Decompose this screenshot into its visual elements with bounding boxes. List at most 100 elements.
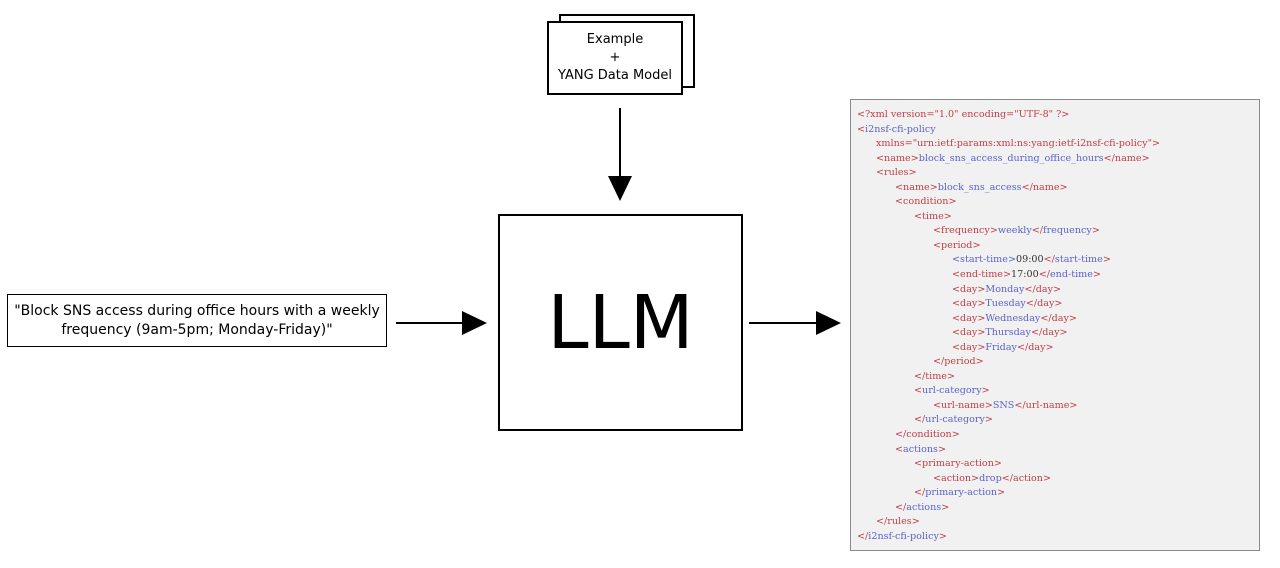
xml-token: < — [933, 472, 942, 484]
xml-token: > — [977, 283, 986, 295]
xml-token: SNS — [992, 399, 1015, 411]
xml-line: <day>Wednesday</day> — [857, 312, 1259, 327]
xml-line: </period> — [857, 355, 1259, 370]
xml-token: > — [1102, 254, 1111, 266]
xml-token: rules — [884, 167, 909, 179]
llm-label: LLM — [547, 279, 694, 366]
arrow-llm-to-output — [749, 311, 841, 335]
xml-line: <time> — [857, 210, 1259, 225]
xml-token: > — [1092, 269, 1101, 281]
xml-token: block_sns_access_during_office_hours — [918, 152, 1104, 164]
xml-line: <day>Tuesday</day> — [857, 297, 1259, 312]
xml-token: actions — [903, 443, 938, 455]
xml-token: end-time — [1049, 269, 1093, 281]
xml-token: time — [922, 210, 944, 222]
xml-token: > — [1054, 298, 1063, 310]
xml-token: </ — [1031, 225, 1044, 237]
xml-token: day — [960, 283, 978, 295]
xml-token: > — [943, 210, 952, 222]
xml-token: > — [1091, 225, 1100, 237]
xml-line: <day>Thursday</day> — [857, 326, 1259, 341]
xml-token: url-category — [925, 414, 985, 426]
xml-token: name — [1032, 181, 1060, 193]
xml-token: day — [1042, 327, 1060, 339]
xml-token: > — [946, 370, 956, 382]
xml-token: < — [952, 254, 961, 266]
xml-line: </condition> — [857, 428, 1259, 443]
xml-token: Wednesday — [985, 312, 1041, 324]
xml-token: rules — [887, 516, 912, 528]
xml-line: <name>block_sns_access_during_office_hou… — [857, 152, 1259, 167]
xml-token: </ — [914, 370, 926, 382]
xml-token: "UTF-8" — [1014, 109, 1054, 120]
xml-token: period — [944, 356, 976, 368]
xml-token: </ — [1021, 181, 1033, 193]
xml-token: </ — [895, 501, 907, 513]
arrow-prompt-to-llm — [396, 311, 487, 335]
xml-token: </ — [1016, 341, 1029, 353]
xml-token: action — [941, 472, 972, 484]
xml-token: < — [895, 443, 904, 455]
xml-token: day — [1028, 341, 1046, 353]
xml-token: > — [1003, 269, 1012, 281]
xml-token: </ — [1043, 254, 1055, 266]
input-doc-box: Example + YANG Data Model — [547, 21, 683, 95]
xml-token: < — [952, 283, 961, 295]
xml-line: <action>drop</action> — [857, 472, 1259, 487]
input-doc-line-2: + — [609, 50, 621, 65]
xml-token: > — [972, 239, 981, 251]
xml-token: < — [952, 312, 961, 324]
xml-line: <day>Monday</day> — [857, 283, 1259, 298]
xml-token: </ — [1001, 472, 1014, 484]
xml-token: </ — [1103, 152, 1115, 164]
xml-line: </primary-action> — [857, 486, 1259, 501]
xml-token: i2nsf-cfi-policy — [868, 530, 939, 542]
xml-token: </ — [1025, 298, 1038, 310]
xml-token: > — [989, 225, 998, 237]
xml-token: < — [933, 225, 942, 237]
xml-line: </url-category> — [857, 413, 1259, 428]
xml-line: <day>Friday</day> — [857, 341, 1259, 356]
prompt-box: "Block SNS access during office hours wi… — [7, 294, 387, 347]
xml-token: < — [914, 210, 923, 222]
xml-token: name — [1114, 152, 1142, 164]
xml-token: > — [984, 399, 993, 411]
xml-token: > — [937, 443, 946, 455]
xml-line: </actions> — [857, 501, 1259, 516]
xml-token: > — [910, 152, 919, 164]
xml-line: <frequency>weekly</frequency> — [857, 224, 1259, 239]
xml-token: Tuesday — [985, 298, 1026, 310]
xml-token: </ — [914, 487, 926, 499]
xml-token: > — [975, 356, 984, 368]
xml-token: name — [903, 181, 930, 193]
xml-token: > — [981, 385, 990, 397]
prompt-text: "Block SNS access during office hours wi… — [14, 302, 380, 338]
xml-token: < — [952, 327, 961, 339]
xml-token: block_sns_access — [937, 181, 1022, 193]
xml-output-panel: <?xml version="1.0" encoding="UTF-8" ?><… — [850, 99, 1260, 551]
xml-token: < — [933, 399, 942, 411]
xml-token: </ — [1014, 399, 1026, 411]
xml-token: name — [884, 152, 911, 164]
xml-token: > — [971, 472, 980, 484]
xml-line: <url-name>SNS</url-name> — [857, 399, 1259, 414]
xml-token: url-name — [941, 399, 985, 411]
xml-token: < — [895, 196, 904, 208]
xml-token: version= — [890, 109, 935, 120]
xml-token: </ — [1038, 269, 1050, 281]
arrow-doc-to-llm — [608, 108, 632, 201]
xml-token: > — [984, 414, 993, 426]
xml-token: xmlns= — [876, 138, 913, 150]
xml-token: > — [1059, 327, 1068, 339]
xml-line: <primary-action> — [857, 457, 1259, 472]
xml-line: <condition> — [857, 195, 1259, 210]
xml-token: > — [997, 487, 1006, 499]
xml-token: > — [1043, 472, 1052, 484]
xml-line: <name>block_sns_access</name> — [857, 181, 1259, 196]
xml-line: <actions> — [857, 443, 1259, 458]
xml-token: > — [941, 501, 950, 513]
xml-token: "urn:ietf:params:xml:ns:yang:ietf-i2nsf-… — [912, 138, 1152, 150]
xml-line: <rules> — [857, 166, 1259, 181]
xml-token: > — [977, 341, 986, 353]
